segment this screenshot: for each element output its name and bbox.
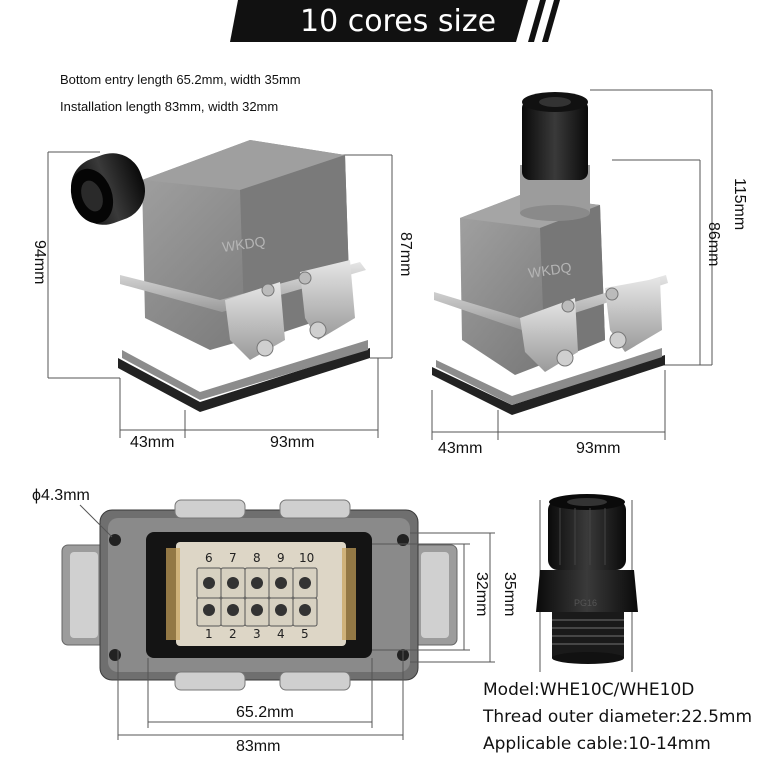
top-height-body-label: 86mm	[705, 222, 722, 267]
inner-length-label: 65.2mm	[236, 704, 294, 721]
side-height-body-label: 87mm	[397, 232, 414, 277]
cable-gland	[536, 494, 638, 672]
hole-diameter-label: ϕ4.3mm	[32, 487, 90, 504]
pin-number: 5	[301, 627, 309, 641]
spec-model: Model:WHE10C/WHE10D	[483, 680, 695, 700]
spec-thread: Thread outer diameter:22.5mm	[483, 707, 753, 727]
pin-number: 2	[229, 627, 237, 641]
note-installation: Installation length 83mm, width 32mm	[60, 99, 279, 114]
pin-number: 6	[205, 551, 213, 565]
pin-number: 1	[205, 627, 213, 641]
pin-number: 8	[253, 551, 261, 565]
pin-number: 9	[277, 551, 285, 565]
side-view-connector	[47, 140, 393, 438]
pin-number: 10	[299, 551, 315, 565]
pin-number: 4	[277, 627, 285, 641]
title-banner	[230, 0, 560, 42]
pin-number: 3	[253, 627, 261, 641]
top-width-right-label: 93mm	[576, 440, 621, 457]
side-height-total-label: 94mm	[31, 240, 48, 285]
outer-width-label: 35mm	[501, 572, 518, 617]
side-width-left-label: 43mm	[130, 434, 175, 451]
inner-width-label: 32mm	[473, 572, 490, 617]
bottom-view-connector	[61, 499, 495, 740]
pin-number: 7	[229, 551, 237, 565]
spec-cable: Applicable cable:10-14mm	[483, 734, 711, 754]
gland-marking: PG16	[574, 598, 598, 608]
banner-title: 10 cores size	[300, 4, 497, 39]
note-bottom-entry: Bottom entry length 65.2mm, width 35mm	[60, 72, 301, 87]
top-height-total-label: 115mm	[731, 178, 748, 231]
top-width-left-label: 43mm	[438, 440, 483, 457]
outer-length-label: 83mm	[236, 738, 281, 755]
side-width-right-label: 93mm	[270, 434, 315, 451]
top-entry-view-connector	[431, 89, 713, 440]
